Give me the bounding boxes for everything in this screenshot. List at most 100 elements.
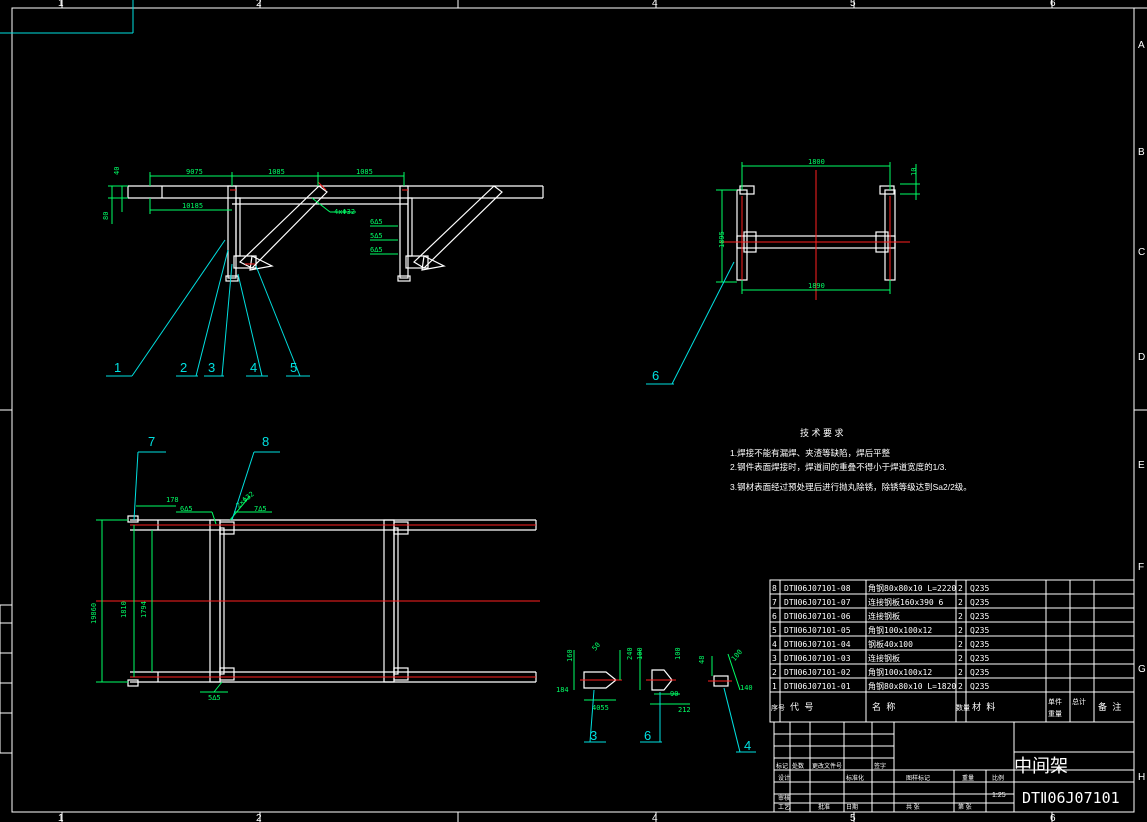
plan-weld-bottom: 5∆5 xyxy=(208,694,221,702)
bom-row: 8 DTⅡ06J07101-08 角钢80x80x10 L=2220 2 Q23… xyxy=(772,583,989,593)
zone-top-4: 4 xyxy=(652,0,658,9)
d4-dim-48: 48 xyxy=(698,656,706,664)
bom-mat: Q235 xyxy=(970,640,989,649)
bom-name: 钢板40x100 xyxy=(868,639,913,649)
bom-qty: 2 xyxy=(958,626,963,635)
d6-dim-90: 90 xyxy=(670,690,678,698)
bom-row: 5 DTⅡ06J07101-05 角钢100x100x12 2 Q235 xyxy=(772,625,989,635)
detail-3-shape xyxy=(583,671,617,689)
bom-no: 8 xyxy=(772,584,777,593)
drawing-number: DTⅡ06J07101 xyxy=(1022,789,1120,807)
bom-code: DTⅡ06J07101-06 xyxy=(784,612,851,621)
zone-labels: 1 2 4 5 6 1 2 4 5 6 A B C D E F G H xyxy=(58,0,1146,822)
label-stage: 图样标记 xyxy=(906,774,930,782)
bom-no: 1 xyxy=(772,682,777,691)
plan-dim-left1: 19860 xyxy=(90,603,98,624)
label-count: 处数 xyxy=(792,762,804,770)
zone-right-g: G xyxy=(1138,664,1146,675)
bom-name: 连接钢板160x390 6 xyxy=(868,597,944,607)
zone-right-d: D xyxy=(1138,352,1145,363)
bom-header-mat: 材 料 xyxy=(972,701,995,713)
d4-dim-100: 100 xyxy=(730,648,744,663)
label-approve: 批准 xyxy=(818,803,830,811)
bom-header-weight: 重量 xyxy=(1048,710,1062,718)
tech-item-2: 2.钢件表面焊接时，焊道间的重叠不得小于焊道宽度的1/3. xyxy=(730,462,947,472)
front-view: 9075 1085 1085 10185 40 80 4xΦ32 6∆5 5∆5… xyxy=(102,167,544,377)
bom-header-qty: 数量 xyxy=(956,703,970,712)
front-hole: 4xΦ32 xyxy=(334,208,355,216)
detail-6-shape xyxy=(651,669,673,691)
plan-hole: 2×Φ32 xyxy=(235,490,256,510)
callout-1: 1 xyxy=(114,360,121,375)
d6-dim-240: 240 xyxy=(626,647,634,660)
d3-dim-160: 160 xyxy=(566,649,574,662)
scale-value: 1:25 xyxy=(992,792,1006,799)
callout-2: 2 xyxy=(180,360,187,375)
bom-header-code: 代 号 xyxy=(790,702,813,713)
plan-dim-178: 178 xyxy=(166,496,179,504)
bom-mat: Q235 xyxy=(970,612,989,621)
d3-dim-4055: 4055 xyxy=(592,704,609,712)
bom-name: 角钢80x80x10 L=1820 xyxy=(868,681,956,691)
d3-dim-50: 50 xyxy=(591,641,603,653)
zone-bottom-5: 5 xyxy=(850,813,856,822)
detail-label-4: 4 xyxy=(744,738,751,753)
label-sign: 签字 xyxy=(874,762,886,770)
bom-code: DTⅡ06J07101-05 xyxy=(784,626,851,635)
label-craft: 工艺 xyxy=(778,803,790,811)
front-dim-1085a: 1085 xyxy=(268,168,285,176)
label-ratio: 比例 xyxy=(992,774,1004,782)
tech-requirements: 技 术 要 求 1.焊接不能有漏焊、夹渣等缺陷，焊后平整 2.钢件表面焊接时，焊… xyxy=(730,427,972,492)
bom-name: 角钢100x100x12 xyxy=(868,667,932,677)
front-dim-9075: 9075 xyxy=(186,168,203,176)
callout-6: 6 xyxy=(652,368,659,383)
callout-3: 3 xyxy=(208,360,215,375)
bom-mat: Q235 xyxy=(970,584,989,593)
front-dim-10185: 10185 xyxy=(182,202,203,210)
detail-parts: 160 50 184 4055 240 100 90 212 100 48 14… xyxy=(556,641,756,753)
bom-row: 7 DTⅡ06J07101-07 连接钢板160x390 6 2 Q235 xyxy=(772,597,989,607)
front-dim-40: 40 xyxy=(113,167,121,175)
zone-right-a: A xyxy=(1138,40,1145,51)
label-page: 第 张 xyxy=(958,803,972,811)
zone-right-c: C xyxy=(1138,247,1145,258)
bom-qty: 2 xyxy=(958,682,963,691)
d3-dim-184: 184 xyxy=(556,686,569,694)
label-std: 标准化 xyxy=(846,774,864,782)
bom-code: DTⅡ06J07101-07 xyxy=(784,598,851,607)
zone-right-f: F xyxy=(1138,562,1144,573)
zone-top-6: 6 xyxy=(1050,0,1056,9)
tech-item-1: 1.焊接不能有漏焊、夹渣等缺陷，焊后平整 xyxy=(730,448,891,458)
callout-5: 5 xyxy=(290,360,297,375)
bom-row: 1 DTⅡ06J07101-01 角钢80x80x10 L=1820 2 Q23… xyxy=(772,681,989,691)
zone-top-1: 1 xyxy=(58,0,64,9)
bom-qty: 2 xyxy=(958,584,963,593)
bom-qty: 2 xyxy=(958,612,963,621)
zone-top-5: 5 xyxy=(850,0,856,9)
bom-name: 角钢80x80x10 L=2220 xyxy=(868,583,956,593)
zone-bottom-6: 6 xyxy=(1050,813,1056,822)
d6-dim-212: 212 xyxy=(678,706,691,714)
front-weld-3: 6∆5 xyxy=(370,246,383,254)
bom-header-total: 总计 xyxy=(1072,697,1086,706)
bom-mat: Q235 xyxy=(970,668,989,677)
bom-header-name: 名 称 xyxy=(872,701,895,713)
bom-name: 连接钢板 xyxy=(868,611,900,621)
front-dim-80: 80 xyxy=(102,212,110,220)
bom-name: 角钢100x100x12 xyxy=(868,625,932,635)
bom-no: 2 xyxy=(772,668,777,677)
plan-dim-left3: 1794 xyxy=(140,601,148,618)
bom-no: 5 xyxy=(772,626,777,635)
bom-header: 序号 代 号 名 称 数量 材 料 单件 总计 重量 备 注 xyxy=(771,697,1121,718)
title-block-text: 中间架 DTⅡ06J07101 1:25 标记 处数 更改文件号 签字 设计 标… xyxy=(776,756,1120,811)
bom-no: 6 xyxy=(772,612,777,621)
bom-mat: Q235 xyxy=(970,654,989,663)
zone-bottom-2: 2 xyxy=(256,813,262,822)
bom-code: DTⅡ06J07101-03 xyxy=(784,654,851,663)
plan-view: 178 6∆5 2×Φ32 7∆5 19860 1810 1794 5∆5 7 … xyxy=(90,434,540,702)
plan-weld-75: 7∆5 xyxy=(254,505,267,513)
bom-header-unit: 单件 xyxy=(1048,697,1062,706)
bom-mat: Q235 xyxy=(970,682,989,691)
bom-header-remark: 备 注 xyxy=(1098,701,1121,713)
zone-bottom-1: 1 xyxy=(58,813,64,822)
